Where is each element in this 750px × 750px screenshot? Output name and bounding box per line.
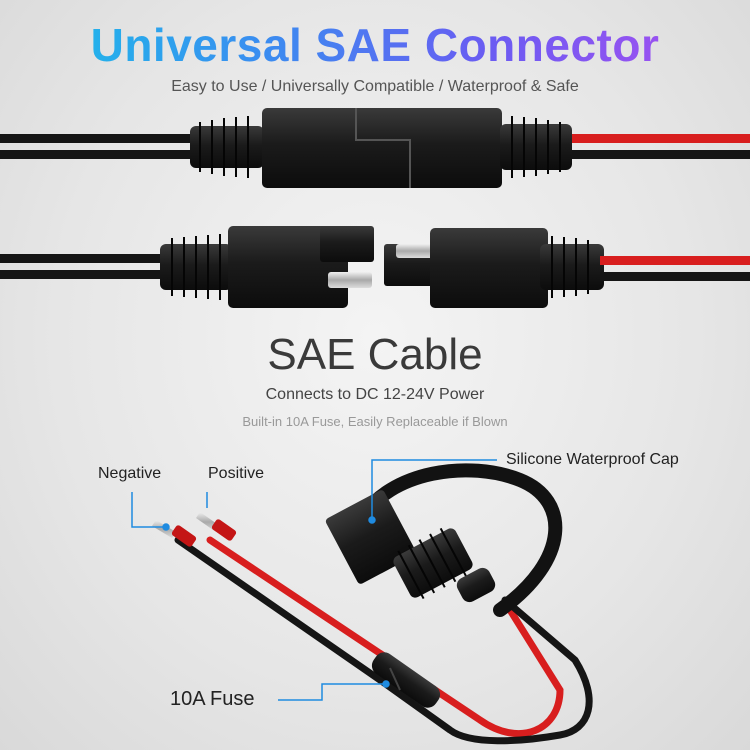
headline-title: Universal SAE Connector	[0, 18, 750, 72]
sae-cable-assembly	[152, 463, 593, 745]
callout-lines	[131, 459, 497, 701]
section-line1: Connects to DC 12-24V Power	[265, 386, 485, 403]
section-line2: Built-in 10A Fuse, Easily Replaceable if…	[242, 414, 508, 429]
fuse-holder	[371, 652, 441, 708]
sae-plug	[325, 490, 496, 603]
section-title: SAE Cable	[267, 330, 483, 379]
mated-connector	[0, 108, 750, 188]
separated-connectors	[0, 226, 750, 308]
callout-fuse: 10A Fuse	[170, 688, 255, 710]
callout-positive: Positive	[208, 465, 265, 482]
headline-subtitle: Easy to Use / Universally Compatible / W…	[171, 78, 579, 95]
callout-waterproof-cap: Silicone Waterproof Cap	[506, 451, 679, 468]
callout-negative: Negative	[98, 465, 162, 482]
